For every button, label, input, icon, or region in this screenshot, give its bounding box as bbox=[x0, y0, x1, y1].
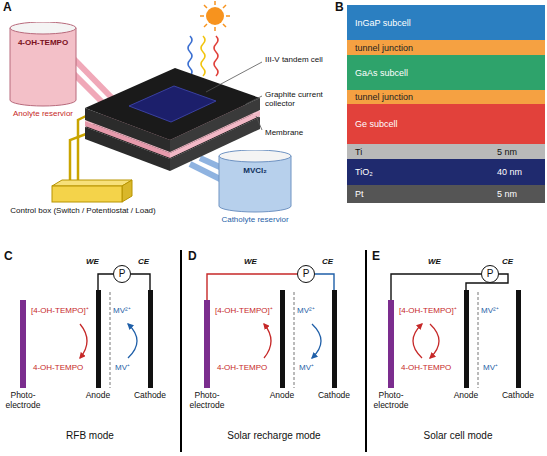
sun bbox=[200, 1, 230, 31]
node-text: Cathode bbox=[313, 391, 355, 401]
node-text: MVCl₂ bbox=[215, 166, 295, 175]
electrode-bar bbox=[332, 290, 337, 388]
node-text: Control box (Switch / Potentiostat / Loa… bbox=[8, 206, 158, 215]
node-text: Cathode bbox=[129, 391, 171, 401]
leader-lines bbox=[206, 62, 262, 130]
electrode: Photo-electrode bbox=[367, 300, 415, 411]
node-text: P bbox=[482, 268, 498, 280]
wire bbox=[131, 274, 150, 290]
label: WE bbox=[86, 257, 99, 266]
electrode-bar bbox=[388, 300, 394, 388]
layer-band: Pt 5 nm bbox=[347, 185, 545, 203]
electrode: Cathode bbox=[497, 290, 539, 401]
node-text: GaAs subcell bbox=[355, 67, 408, 77]
node-text: Photo-electrode bbox=[367, 391, 415, 411]
layer-band: TiO₂ 40 nm bbox=[347, 159, 545, 185]
panel-letter: C bbox=[4, 250, 13, 264]
node-text: Photo-electrode bbox=[183, 391, 231, 411]
label: Solar recharge mode bbox=[189, 430, 359, 442]
node-text: InGaP subcell bbox=[355, 17, 411, 27]
electrode-bar bbox=[96, 290, 101, 388]
node-text: tunnel junction bbox=[355, 92, 413, 102]
label: MV⁺ bbox=[299, 363, 314, 372]
reservoir: MVCl₂Catholyte reservior bbox=[215, 150, 295, 232]
label: 4-OH-TEMPO bbox=[401, 363, 451, 372]
electrode-bar bbox=[204, 300, 210, 388]
label: [4-OH-TEMPO]⁺ bbox=[31, 306, 89, 315]
electrode: Cathode bbox=[129, 290, 171, 401]
electrode-bar bbox=[20, 300, 26, 388]
node-text: Ti bbox=[355, 146, 362, 156]
control-box-shape bbox=[48, 178, 138, 204]
node-text: P bbox=[298, 268, 314, 280]
electrode-bar bbox=[516, 290, 521, 388]
label: Solar cell mode bbox=[373, 430, 543, 442]
node-text: Anode bbox=[448, 391, 484, 401]
electrode: Photo-electrode bbox=[0, 300, 47, 411]
electrode-bar bbox=[464, 290, 469, 388]
layer-band: Ge subcell bbox=[347, 104, 545, 144]
node-text: 40 nm bbox=[497, 167, 522, 177]
power-symbol: P bbox=[297, 265, 315, 283]
node-text: TiO₂ bbox=[355, 167, 373, 177]
node-text: Anode bbox=[80, 391, 116, 401]
node-text: 4-OH-TEMPO bbox=[6, 38, 80, 47]
panel-letter: A bbox=[3, 1, 12, 15]
label: MV²⁺ bbox=[297, 306, 315, 315]
panel-letter: D bbox=[188, 250, 197, 264]
label: WE bbox=[428, 257, 441, 266]
node-text: 5 nm bbox=[497, 146, 517, 156]
label: 4-OH-TEMPO bbox=[33, 363, 83, 372]
redox-arrows bbox=[80, 324, 439, 358]
node-text: 5 nm bbox=[497, 189, 517, 199]
panel-letter: E bbox=[372, 250, 380, 264]
wire bbox=[315, 274, 334, 290]
reservoir: 4-OH-TEMPOAnolyte reservior bbox=[6, 22, 80, 130]
node-text: Cathode bbox=[497, 391, 539, 401]
electrode: Cathode bbox=[313, 290, 355, 401]
panel-letter: B bbox=[335, 1, 344, 15]
label: III-V tandem cell bbox=[265, 55, 333, 64]
power-symbol: P bbox=[113, 265, 131, 283]
label: MV⁺ bbox=[115, 363, 130, 372]
label: MV²⁺ bbox=[481, 306, 499, 315]
layer-band: Ti 5 nm bbox=[347, 144, 545, 159]
electrode-bar bbox=[280, 290, 285, 388]
node-text: Pt bbox=[355, 189, 364, 199]
label: CE bbox=[502, 257, 513, 266]
label: WE bbox=[244, 257, 257, 266]
wire bbox=[98, 274, 113, 290]
layer-band: InGaP subcell bbox=[347, 5, 545, 40]
light-rays bbox=[188, 36, 218, 76]
label: [4-OH-TEMPO]⁺ bbox=[215, 306, 273, 315]
layer-band: tunnel junction bbox=[347, 90, 545, 104]
node-text: tunnel junction bbox=[355, 42, 413, 52]
label: CE bbox=[138, 257, 149, 266]
electrode-bar bbox=[148, 290, 153, 388]
label: MV⁺ bbox=[483, 363, 498, 372]
node-text: Anolyte reservior bbox=[0, 109, 86, 118]
node-text: Anode bbox=[264, 391, 300, 401]
panel-separators bbox=[181, 250, 366, 452]
label: RFB mode bbox=[5, 430, 175, 442]
label: Graphite current collector bbox=[265, 90, 333, 108]
node-text: Ge subcell bbox=[355, 119, 398, 129]
label: Membrane bbox=[265, 128, 333, 137]
control-box: Control box (Switch / Potentiostat / Loa… bbox=[8, 178, 158, 238]
layer-band: GaAs subcell bbox=[347, 55, 545, 90]
layer-band: tunnel junction bbox=[347, 40, 545, 55]
power-symbol: P bbox=[481, 265, 499, 283]
node-text: Photo-electrode bbox=[0, 391, 47, 411]
label: [4-OH-TEMPO]⁺ bbox=[399, 306, 457, 315]
node-text: P bbox=[114, 268, 130, 280]
label: MV²⁺ bbox=[113, 306, 131, 315]
label: CE bbox=[322, 257, 333, 266]
label: 4-OH-TEMPO bbox=[217, 363, 267, 372]
wires bbox=[70, 116, 86, 186]
electrode: Photo-electrode bbox=[183, 300, 231, 411]
node-text: Catholyte reservior bbox=[209, 215, 301, 224]
membrane-lines bbox=[110, 292, 478, 388]
